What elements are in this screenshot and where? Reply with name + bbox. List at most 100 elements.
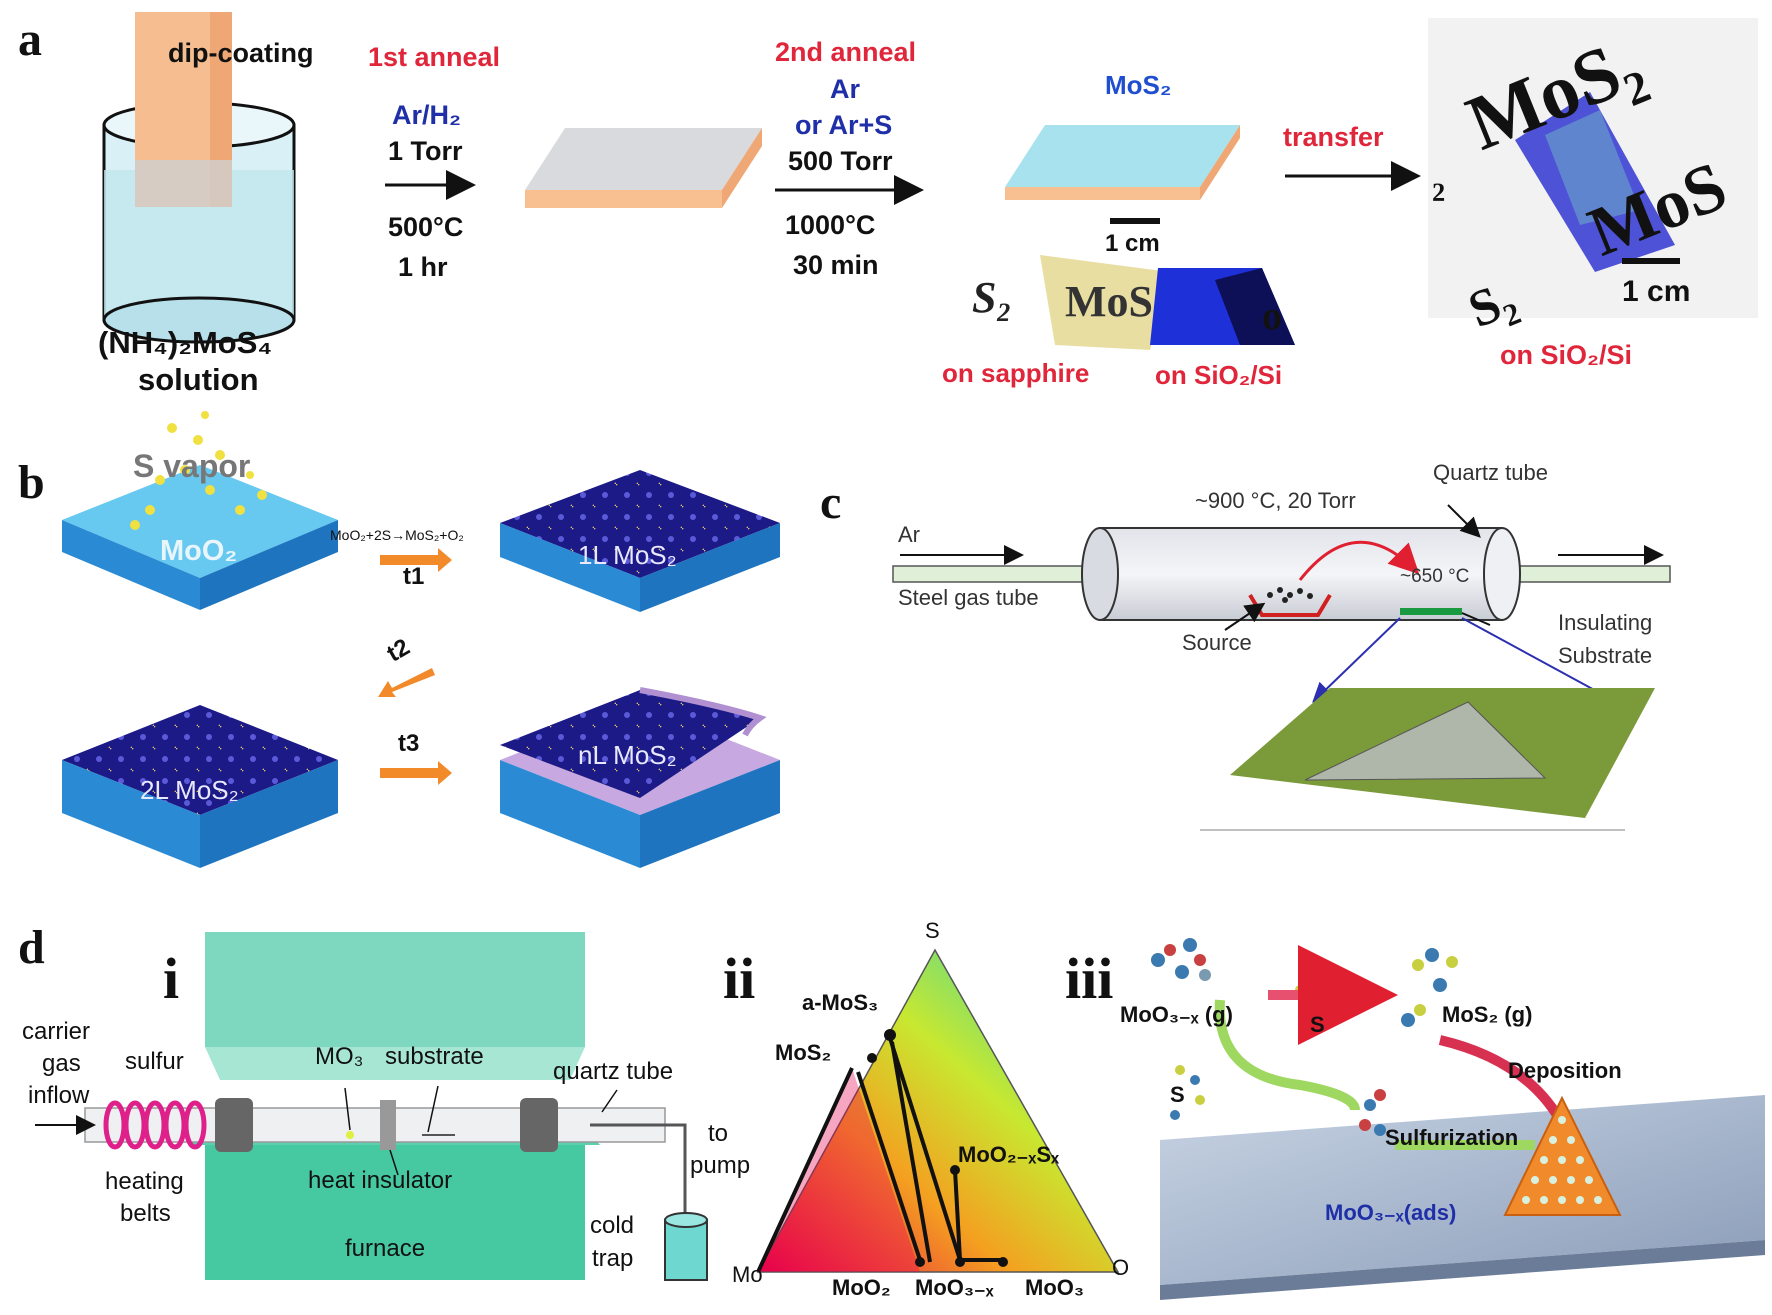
moo3x-phase-label: MoO₃₋ₓ <box>915 1275 994 1300</box>
furnace-top <box>205 932 585 1080</box>
anneal2-gas1: Ar <box>830 74 861 104</box>
insulating-label-2: Substrate <box>1558 643 1653 668</box>
mos2-2l-block <box>62 705 338 868</box>
vertex-o-label: O <box>1112 1255 1130 1280</box>
sio2-photo-text: o <box>1262 293 1282 338</box>
vapor-path-arrow <box>1298 540 1420 581</box>
anneal2-time: 30 min <box>793 250 879 280</box>
zoom-line-left <box>1312 617 1401 703</box>
reaction-paths <box>756 1037 1000 1273</box>
molecule-clusters <box>1151 938 1458 1136</box>
scale-bar-2-label: 1 cm <box>1622 275 1691 308</box>
scale-bar-2 <box>1622 258 1680 264</box>
orange-arrows <box>378 548 452 785</box>
anneal2-pressure: 500 Torr <box>788 146 893 176</box>
heat-insulator-label: heat insulator <box>308 1167 453 1194</box>
panel-label-i: i <box>163 946 180 1011</box>
carrier-label-3: inflow <box>28 1082 90 1109</box>
anneal1-time: 1 hr <box>398 252 448 282</box>
to-pump-label-2: pump <box>690 1152 751 1179</box>
panel-label-b: b <box>18 456 45 509</box>
vertex-s-label: S <box>925 918 940 943</box>
phase-triangle <box>756 948 1120 1273</box>
quartz-tube-label-d: quartz tube <box>553 1058 674 1085</box>
quartz-pointer <box>1447 504 1481 538</box>
quartz-tube <box>1081 527 1521 621</box>
on-sio2-label-1: on SiO₂/Si <box>1155 360 1283 390</box>
carrier-label-2: gas <box>42 1050 81 1077</box>
t1-label: t1 <box>403 563 425 590</box>
quartz-pointer-d <box>601 1089 618 1113</box>
anneal2-title: 2nd anneal <box>775 37 917 67</box>
carrier-label-1: carrier <box>22 1018 91 1045</box>
cold-trap <box>664 1212 708 1281</box>
transfer-label: transfer <box>1283 122 1384 152</box>
insulating-label-1: Insulating <box>1558 610 1653 635</box>
mo3-label: MO₃ <box>315 1043 364 1070</box>
anneal1-temp: 500°C <box>388 212 464 242</box>
deposition-surface <box>1160 1095 1765 1285</box>
insulator-pointer <box>389 1149 399 1176</box>
mos2-gas-label: MoS₂ (g) <box>1442 1002 1533 1027</box>
scale-bar-1 <box>1110 218 1160 224</box>
moo3x-ads-label: MoO₃₋ₓ(ads) <box>1325 1200 1457 1225</box>
steel-gas-tube <box>892 565 1099 583</box>
substrate-pointer <box>1461 612 1491 626</box>
mos2-nl-block <box>500 687 780 868</box>
steel-tube-label: Steel gas tube <box>898 585 1039 610</box>
scale-bar-1-label: 1 cm <box>1105 230 1160 257</box>
sulfurization-label: Sulfurization <box>1385 1125 1519 1150</box>
annealed-substrate <box>525 128 762 208</box>
vertex-mo-label: Mo <box>732 1262 763 1287</box>
pump-line <box>590 1123 687 1230</box>
amos3-label: a-MoS₃ <box>802 990 879 1015</box>
sio2-photo <box>1150 268 1295 345</box>
sulfur-label: sulfur <box>125 1048 184 1075</box>
sapphire-photo-text-2: MoS <box>1065 277 1153 326</box>
anneal2-gas2: or Ar+S <box>795 110 893 140</box>
1l-mos2-label: 1L MoS₂ <box>578 540 677 570</box>
furnace-temp-label: ~900 °C, 20 Torr <box>1195 488 1356 513</box>
moo3-phase-label: MoO₃ <box>1025 1275 1085 1300</box>
transfer-photo <box>1428 18 1758 318</box>
s-vapor-label: S vapor <box>133 448 251 484</box>
quartz-tube-label: Quartz tube <box>1433 460 1548 485</box>
reaction-equation: MoO₂+2S→MoS₂+O₂ <box>330 527 464 543</box>
sapphire-photo <box>1040 255 1170 350</box>
anneal1-title: 1st anneal <box>368 42 501 72</box>
surface-edge <box>1160 1240 1765 1300</box>
to-pump-label-1: to <box>708 1120 729 1147</box>
phase-points <box>867 1029 1008 1267</box>
cold-trap-label-2: trap <box>592 1245 634 1272</box>
panel-label-c: c <box>820 476 842 529</box>
ar-label: Ar <box>898 522 920 547</box>
moo3x-gas-label: MoO₃₋ₓ (g) <box>1120 1002 1233 1027</box>
furnace-label: furnace <box>345 1235 426 1262</box>
substrate-label: substrate <box>385 1043 484 1070</box>
sulfurization-arrow <box>1214 999 1360 1111</box>
mos2-phase-label: MoS₂ <box>775 1040 832 1065</box>
outlet-tube <box>1507 565 1671 583</box>
on-sapphire-label: on sapphire <box>942 358 1090 388</box>
mo3-source-dot <box>346 1131 354 1139</box>
panel-label-d: d <box>18 921 45 974</box>
mos2-product-label: MoS₂ <box>1105 70 1172 100</box>
heating-belts <box>103 1100 207 1150</box>
cold-trap-label-1: cold <box>590 1212 635 1239</box>
mos2-triangle-crystal <box>1503 1095 1622 1216</box>
panel-label-a: a <box>18 13 42 66</box>
anneal1-gas: Ar/H₂ <box>392 100 462 130</box>
moo2-block <box>62 465 338 610</box>
phase-region <box>758 1068 920 1272</box>
nl-mos2-label: nL MoS₂ <box>578 740 677 770</box>
s-gas-label-2: S <box>1170 1082 1185 1107</box>
heating-belts-label-2: belts <box>120 1200 171 1227</box>
2l-mos2-label: 2L MoS₂ <box>140 775 239 805</box>
moo2-label: MoO₂ <box>160 535 238 567</box>
mos2-1l-block <box>500 470 780 612</box>
mos2-film-substrate <box>1005 125 1240 200</box>
anneal1-pressure: 1 Torr <box>388 136 463 166</box>
insulating-substrate <box>1400 608 1462 615</box>
t3-label: t3 <box>398 730 420 757</box>
